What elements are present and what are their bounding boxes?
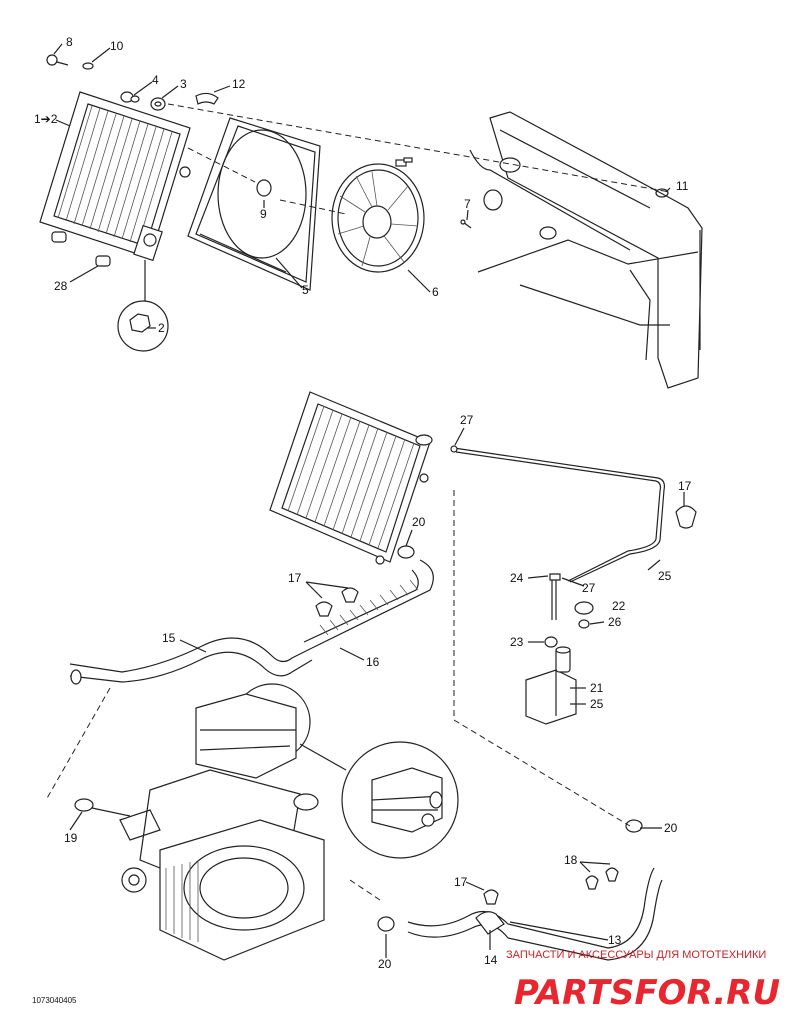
thermostat-housing — [371, 767, 443, 833]
callout-7: 7 — [464, 197, 471, 211]
callout-24: 24 — [510, 571, 524, 585]
watermark-brand: PARTSFOR.RU — [514, 973, 780, 1013]
hose-13 — [377, 819, 663, 961]
callout-17-hose: 17 — [288, 571, 302, 585]
callout-5: 5 — [302, 283, 309, 297]
callout-23: 23 — [510, 635, 524, 649]
callout-19: 19 — [64, 831, 78, 845]
callout-11: 11 — [676, 179, 689, 193]
grommet-3 — [150, 97, 166, 111]
callout-2: 2 — [158, 321, 165, 335]
callout-18: 18 — [564, 853, 578, 867]
callout-15: 15 — [162, 631, 176, 645]
callout-10: 10 — [110, 39, 124, 53]
screw-7 — [460, 219, 472, 229]
watermark-tagline: ЗАПЧАСТИ И АКСЕССУАРЫ ДЛЯ МОТОТЕХНИКИ — [506, 949, 766, 961]
callout-9: 9 — [260, 207, 267, 221]
callout-27-top: 27 — [460, 413, 474, 427]
clip-17a — [675, 505, 697, 529]
callout-26: 26 — [608, 615, 622, 629]
callout-14: 14 — [484, 953, 498, 967]
radiator-bottom — [269, 391, 433, 565]
callout-12: 12 — [232, 77, 246, 91]
radiator-top — [39, 91, 191, 262]
grommet-4 — [120, 91, 140, 103]
callout-20-radiator: 20 — [412, 515, 426, 529]
hose-15 — [69, 637, 313, 685]
callout-25-reservoir: 25 — [590, 697, 604, 711]
callout-1-see-2: 1➔2 — [34, 112, 58, 126]
callout-16: 16 — [366, 655, 380, 669]
bushing-28 — [51, 231, 111, 267]
callout-20-right: 20 — [664, 821, 678, 835]
callout-8: 8 — [66, 35, 73, 49]
callout-17-right: 17 — [678, 479, 692, 493]
callout-6: 6 — [432, 285, 439, 299]
cooling-fan — [331, 157, 425, 273]
callout-28: 28 — [54, 279, 68, 293]
fan-shroud — [187, 117, 321, 291]
hose-16 — [303, 559, 434, 649]
callout-22: 22 — [612, 599, 626, 613]
coolant-reservoir — [525, 646, 577, 725]
engine — [119, 693, 325, 961]
clip-12 — [195, 92, 219, 105]
clip-17b — [315, 601, 333, 617]
callout-25-tube: 25 — [658, 569, 672, 583]
callout-20-bottom: 20 — [378, 957, 392, 971]
callout-4: 4 — [152, 73, 159, 87]
callout-17-bottom: 17 — [454, 875, 468, 889]
figure-code: 1073040405 — [32, 996, 77, 1005]
vehicle-frame — [469, 111, 703, 389]
bolt-8 — [46, 54, 69, 66]
callout-3: 3 — [180, 77, 187, 91]
callout-13: 13 — [608, 933, 622, 947]
callout-21: 21 — [590, 681, 604, 695]
washer-10 — [82, 62, 94, 70]
callout-27-fitting: 27 — [582, 581, 596, 595]
